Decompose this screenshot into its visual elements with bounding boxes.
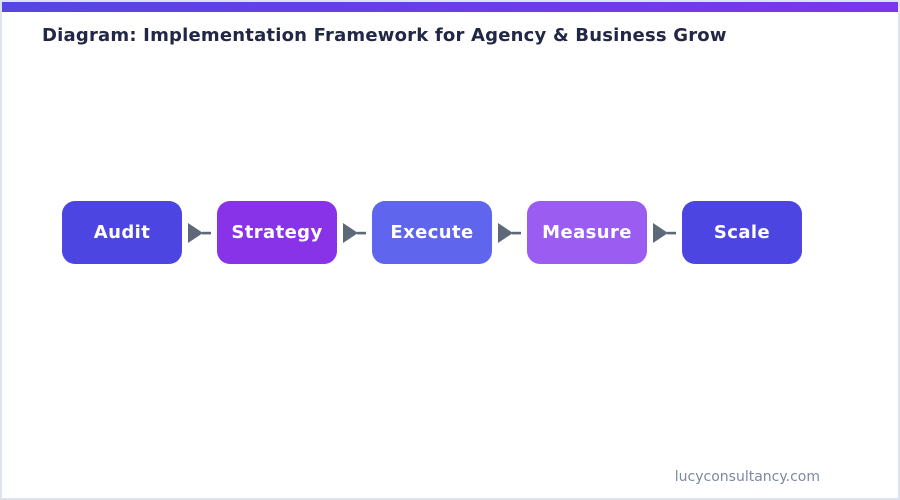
flow-arrow-icon [337, 201, 372, 264]
flow-step-execute: Execute [372, 201, 492, 264]
flow-step-measure: Measure [527, 201, 647, 264]
watermark-text: lucyconsultancy.com [674, 469, 820, 485]
flow-step-scale: Scale [682, 201, 802, 264]
flow-arrow-icon [182, 201, 217, 264]
flow-arrow-icon [647, 201, 682, 264]
flow-step-strategy: Strategy [217, 201, 337, 264]
flow-diagram: Audit Strategy Execute Measure Scale [62, 201, 802, 264]
flow-step-audit: Audit [62, 201, 182, 264]
page-title: Diagram: Implementation Framework for Ag… [42, 25, 727, 46]
top-accent-bar [2, 2, 898, 12]
flow-arrow-icon [492, 201, 527, 264]
